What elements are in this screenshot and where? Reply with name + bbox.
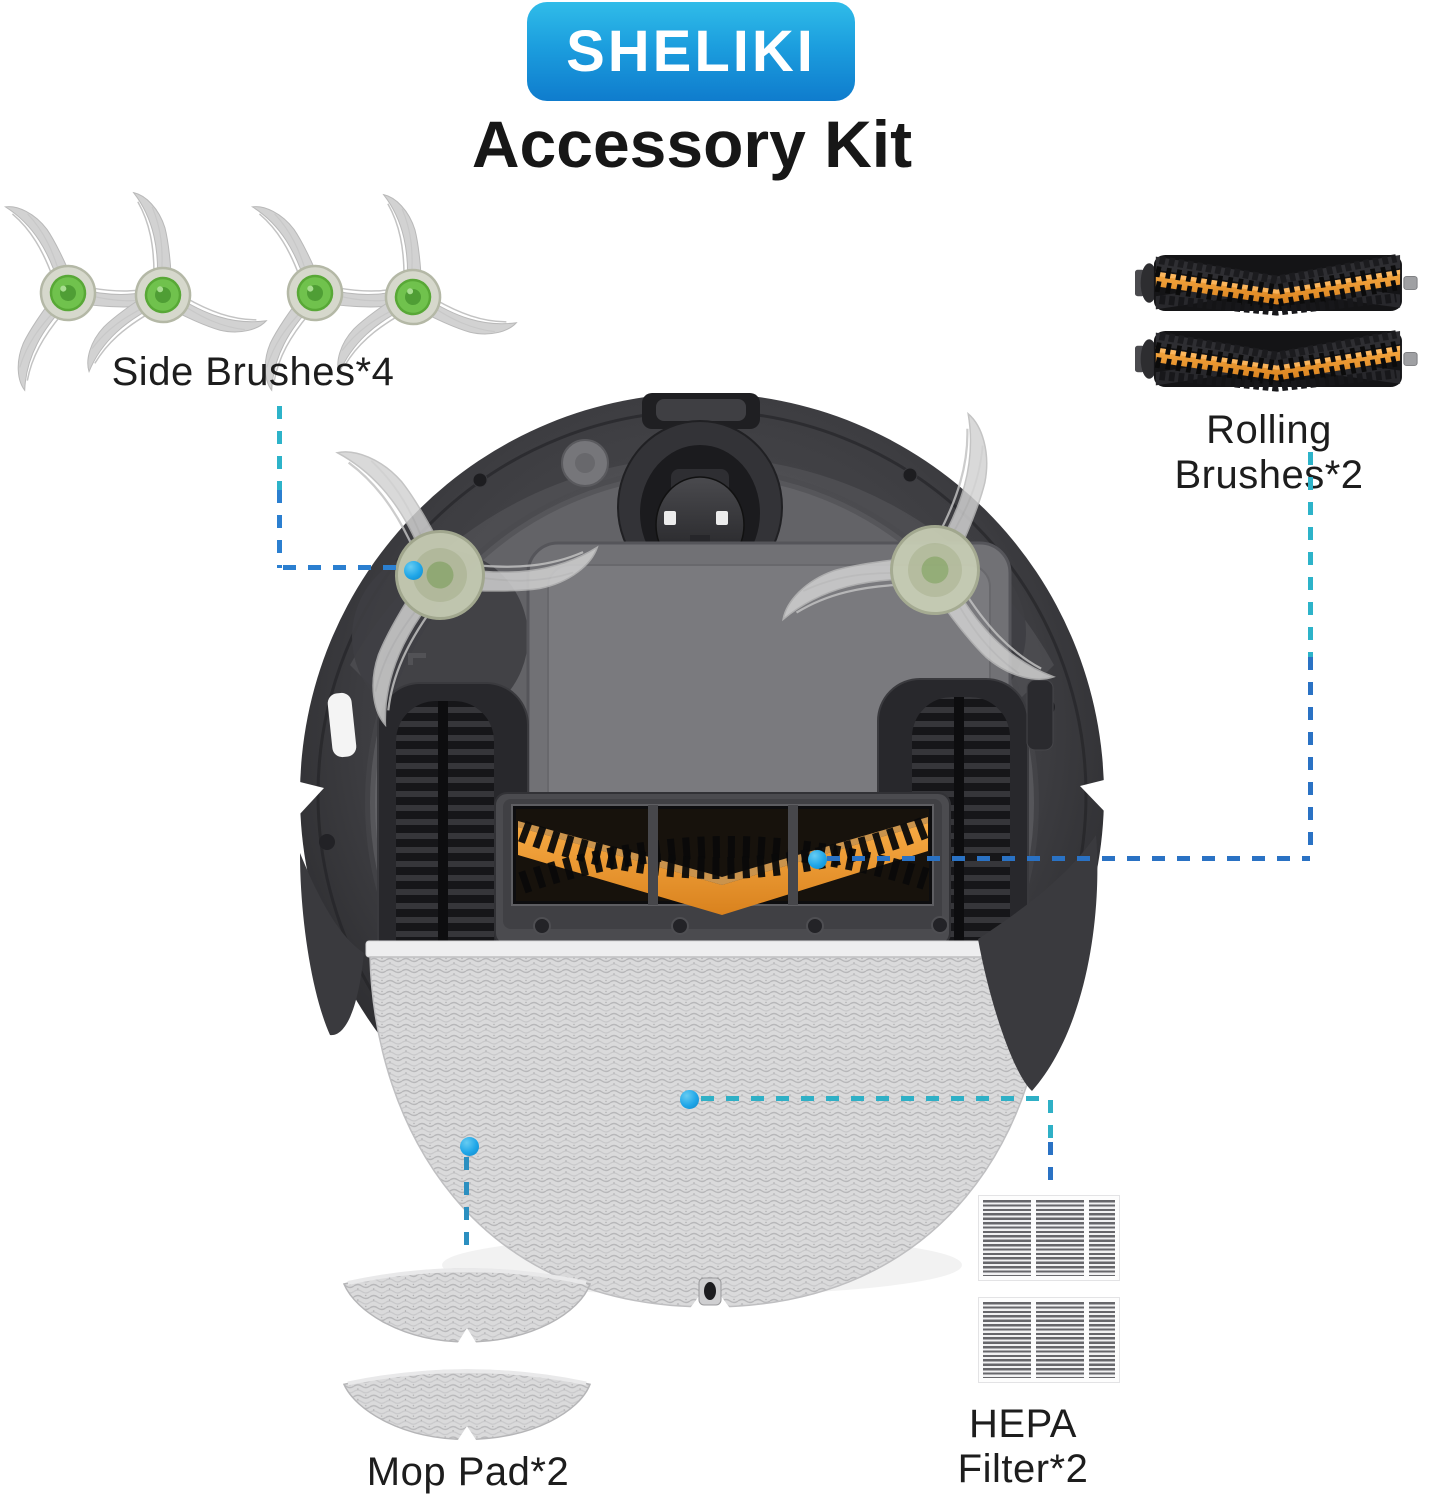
robot-vacuum-underside (290, 385, 1115, 1311)
callout-line-rolling-brush (1308, 452, 1313, 657)
page-title: Accessory Kit (471, 107, 913, 181)
rolling-brush-icon (1135, 250, 1419, 316)
callout-line-rolling-brush (1308, 657, 1313, 857)
callout-dot-rolling-brush (808, 850, 827, 869)
callout-line-rolling-brush (827, 856, 1310, 861)
hepa-filter-icon (978, 1195, 1120, 1281)
callout-line-side-brushes (277, 406, 282, 490)
rolling-brush-icon (1135, 326, 1419, 392)
mop-pad-icon (341, 1368, 593, 1444)
brand-name: SHELIKI (566, 19, 816, 84)
hepa-filter-icon (978, 1297, 1120, 1383)
callout-line-mop-pad (464, 1157, 469, 1249)
sheliki-logo: SHELIKI (527, 2, 855, 101)
rolling-brushes-label: Rolling Brushes*2 (1174, 408, 1364, 497)
callout-line-hepa-filter (1048, 1142, 1053, 1182)
mop-pad-icon (341, 1267, 593, 1346)
callout-dot-mop-pad (460, 1137, 479, 1156)
hepa-filter-label: HEPA Filter*2 (957, 1402, 1089, 1491)
callout-line-side-brushes (277, 490, 282, 568)
callout-line-side-brushes (283, 565, 403, 570)
callout-dot-hepa-filter (680, 1090, 699, 1109)
callout-line-hepa-filter (701, 1096, 1051, 1101)
callout-line-hepa-filter (1048, 1100, 1053, 1142)
callout-dot-side-brush (404, 561, 423, 580)
mop-pad-label: Mop Pad*2 (366, 1450, 570, 1494)
side-brushes-label: Side Brushes*4 (111, 350, 395, 394)
